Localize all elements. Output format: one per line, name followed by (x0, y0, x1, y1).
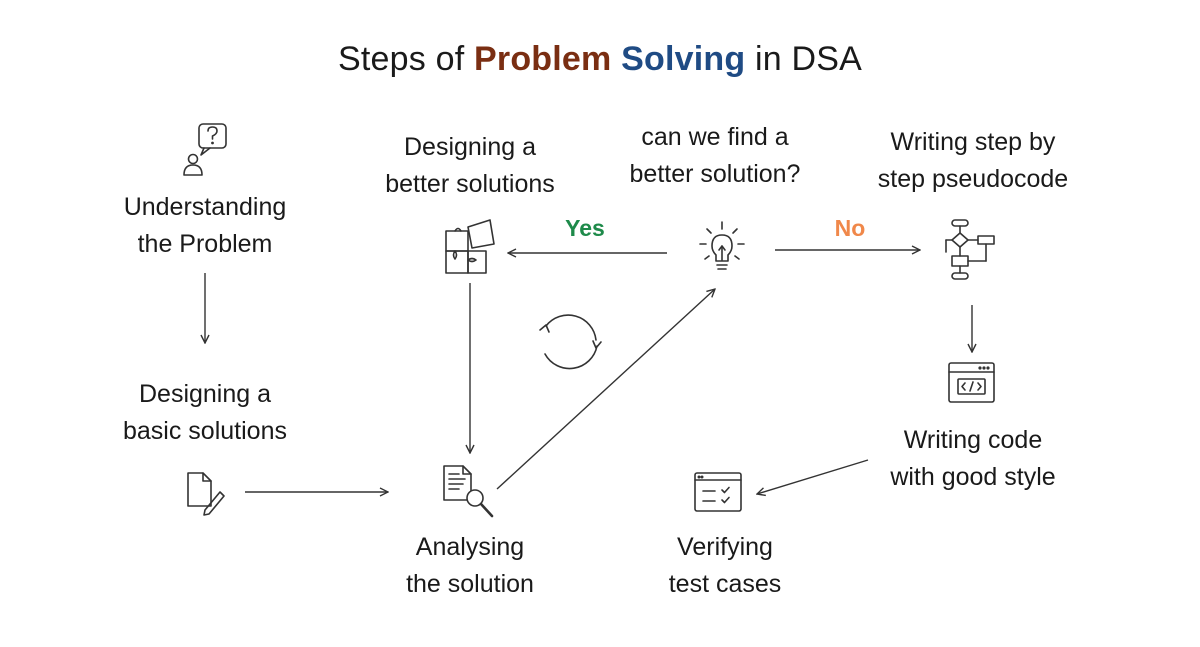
step-better-line1: Designing a (403, 133, 537, 161)
code-window-icon (948, 362, 995, 403)
person-question-icon (183, 123, 227, 176)
arrow-code-to-verify (757, 459, 869, 494)
step-verify-line1: Verifying (677, 533, 773, 561)
title-word-solving: Solving (621, 40, 746, 78)
decision-no-label: No (834, 215, 866, 241)
refresh-cycle-icon (539, 314, 602, 370)
document-pencil-icon (187, 472, 225, 516)
step-analysing-line2: the solution (406, 570, 534, 598)
puzzle-icon (445, 219, 495, 274)
step-code-label: Writing code with good style (863, 422, 1083, 496)
step-question-line1: can we find a (641, 123, 789, 151)
step-better-label: Designing a better solutions (360, 129, 580, 203)
step-question-line2: better solution? (629, 160, 801, 188)
step-analysing-label: Analysing the solution (370, 529, 570, 603)
step-code-line1: Writing code (903, 426, 1043, 454)
checklist-window-icon (694, 472, 742, 512)
document-magnifier-icon (443, 465, 494, 518)
arrow-analysing-to-question (496, 289, 715, 490)
step-pseudocode-label: Writing step by step pseudocode (858, 124, 1088, 198)
step-question-label: can we find a better solution? (605, 119, 825, 193)
step-basic-line1: Designing a (138, 380, 272, 408)
lightbulb-icon (699, 221, 745, 270)
step-understanding-label: Understanding the Problem (105, 189, 305, 263)
step-understanding-line1: Understanding (123, 193, 287, 221)
step-better-line2: better solutions (385, 170, 555, 198)
step-verify-line2: test cases (668, 570, 782, 598)
step-understanding-line2: the Problem (137, 230, 273, 258)
title-prefix: Steps of (338, 40, 475, 78)
diagram-title: Steps of Problem Solving in DSA (0, 40, 1200, 79)
step-pseudocode-line1: Writing step by (890, 128, 1056, 156)
step-verify-label: Verifying test cases (625, 529, 825, 603)
decision-yes-label: Yes (565, 215, 605, 241)
step-analysing-line1: Analysing (415, 533, 525, 561)
step-pseudocode-line2: step pseudocode (877, 165, 1069, 193)
title-word-problem: Problem (474, 40, 612, 78)
step-basic-label: Designing a basic solutions (95, 376, 315, 450)
step-code-line2: with good style (890, 463, 1056, 491)
flowchart-icon (945, 219, 995, 280)
title-suffix: in DSA (745, 40, 862, 78)
step-basic-line2: basic solutions (123, 417, 287, 445)
